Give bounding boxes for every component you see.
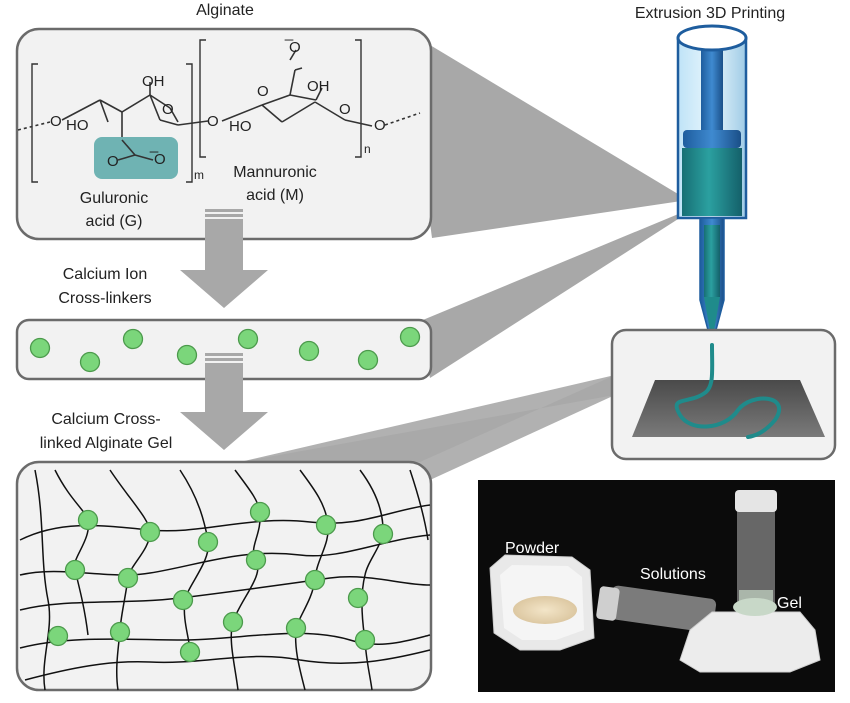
guluronic-ring	[17, 82, 209, 140]
printing-title: Extrusion 3D Printing	[634, 5, 786, 22]
crosslink-node	[304, 569, 326, 591]
crosslink-node	[117, 567, 139, 589]
mannuronic-ring	[221, 49, 421, 127]
calcium-ion	[399, 326, 421, 348]
crosslink-node	[372, 523, 394, 545]
crosslink-node	[315, 514, 337, 536]
chem-ho-right: HO	[229, 118, 252, 135]
carboxyl-highlight	[94, 137, 178, 179]
crosslink-node	[64, 559, 86, 581]
calcium-ion	[122, 328, 144, 350]
calcium-projection	[418, 205, 700, 378]
down-arrow-1	[180, 209, 268, 308]
calcium-ions	[29, 326, 421, 373]
calcium-ion	[29, 337, 51, 359]
chem-o-ether-right: O	[374, 117, 386, 134]
chem-o-carboxyl-top: O	[257, 83, 269, 100]
chem-carboxyl-o-left: O	[107, 153, 119, 170]
crosslink-node	[222, 611, 244, 633]
chem-subscript-n: n	[364, 142, 371, 156]
alginate-projection	[405, 30, 688, 238]
crosslink-node	[109, 621, 131, 643]
calcium-ion	[237, 328, 259, 350]
needle-tip	[704, 297, 720, 342]
carboxyl-bonds	[117, 139, 154, 161]
calcium-ion	[79, 351, 101, 373]
calcium-ion	[298, 340, 320, 362]
chem-oh-right: OH	[307, 78, 330, 95]
chem-o-carboxyl-charge: ̅O	[289, 39, 301, 56]
print-bed-plate	[632, 380, 825, 437]
guluronic-label-1: Guluronic	[79, 190, 149, 207]
crosslink-node	[285, 617, 307, 639]
crosslink-node	[47, 625, 69, 647]
calcium-ion	[357, 349, 379, 371]
plunger-rod	[701, 50, 723, 138]
gel-label-2: linked Alginate Gel	[39, 435, 173, 452]
calcium-label-2: Cross-linkers	[58, 290, 152, 307]
chem-o-ether-left: O	[50, 113, 62, 130]
crosslink-node	[77, 509, 99, 531]
photo-label-gel: Gel	[777, 595, 802, 612]
chem-carboxyl-o-right: ̅O	[154, 151, 166, 168]
chem-o-ring-right: O	[339, 101, 351, 118]
crosslink-node	[245, 549, 267, 571]
chem-subscript-m: m	[194, 168, 204, 182]
syringe-liquid	[682, 148, 742, 216]
solution-vial-cap	[596, 586, 620, 621]
mannuronic-label-2: acid (M)	[246, 187, 304, 204]
plunger-head	[683, 130, 741, 148]
crosslink-node	[179, 641, 201, 663]
gel-sample	[733, 598, 777, 616]
down-arrow-2	[180, 353, 268, 450]
gel-vial-cap	[735, 490, 777, 512]
printed-filament	[674, 343, 782, 439]
crosslink-node	[354, 629, 376, 651]
chem-oh-top: OH	[142, 73, 165, 90]
photo-label-powder: Powder	[505, 540, 560, 557]
gel-projection-2	[240, 375, 615, 480]
guluronic-label-2: acid (G)	[85, 213, 143, 230]
crosslink-node	[139, 521, 161, 543]
chem-ho-left: HO	[66, 117, 89, 134]
crosslink-node	[249, 501, 271, 523]
crosslink-node	[197, 531, 219, 553]
mannuronic-label-1: Mannuronic	[233, 164, 317, 181]
alginate-title: Alginate	[196, 2, 254, 19]
gel-dish	[679, 611, 821, 673]
powder	[513, 596, 577, 624]
crosslink-node	[172, 589, 194, 611]
chem-o-ring-left: O	[162, 101, 174, 118]
crosslink-node	[347, 587, 369, 609]
photo-label-solutions: Solutions	[640, 566, 706, 583]
chem-o-bridge: O	[207, 113, 219, 130]
calcium-ion	[176, 344, 198, 366]
solution-vial	[608, 585, 717, 633]
barrel-top	[676, 24, 748, 52]
gel-crosslinks	[47, 501, 394, 663]
gel-label-1: Calcium Cross-	[51, 411, 161, 428]
photo-contents	[489, 490, 821, 673]
hub-liquid	[704, 225, 720, 297]
calcium-label-1: Calcium Ion	[62, 266, 148, 283]
syringe	[676, 24, 748, 348]
